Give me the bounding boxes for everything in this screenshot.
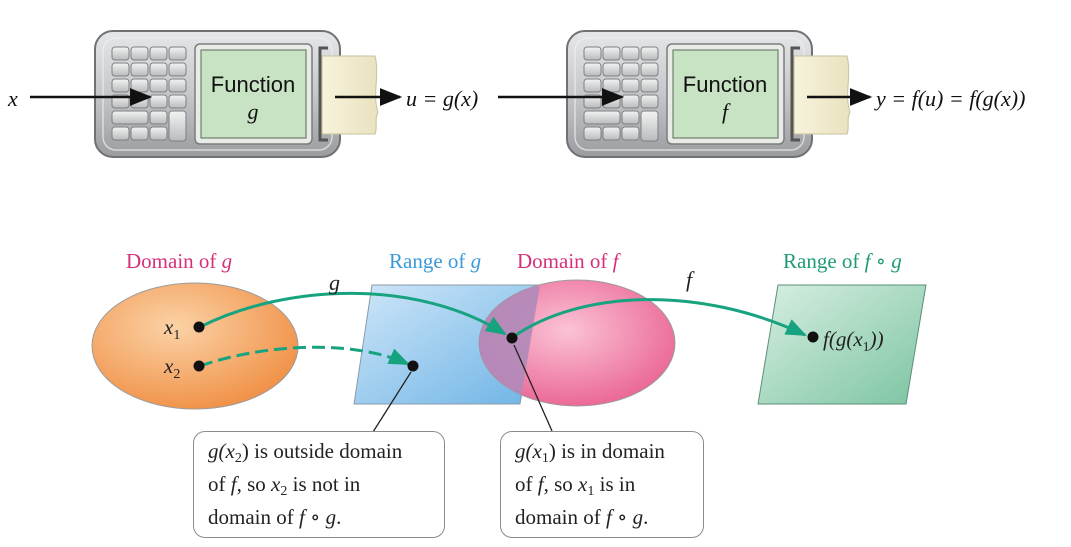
label-x2: x2 — [163, 354, 180, 382]
output-label-u: u = g(x) — [406, 86, 478, 111]
output-slot — [318, 46, 328, 142]
callout-right-line3: domain of f ∘ g. — [515, 505, 649, 529]
function-machine-g — [94, 30, 379, 158]
callout-left-line3: domain of f ∘ g. — [208, 505, 342, 529]
point-fg-x1 — [807, 331, 819, 343]
point-g-x2 — [407, 360, 419, 372]
pointer-left — [372, 371, 412, 433]
machine-g-title: Function — [211, 72, 295, 97]
result-label: f(g(x1)) — [823, 327, 884, 355]
machine-f-func: f — [722, 99, 731, 124]
display-screen — [200, 49, 307, 139]
label-x1: x1 — [163, 315, 180, 343]
callout-in-domain: g(x1) is in domain of f, so x1 is in dom… — [500, 431, 704, 538]
domain-f-label: Domain of f — [517, 249, 622, 273]
point-g-x1 — [506, 332, 518, 344]
input-label-x: x — [7, 86, 18, 111]
range-g-label: Range of g — [389, 249, 481, 273]
arrow-g-x2 — [199, 345, 410, 368]
keypad-icon — [583, 46, 659, 142]
point-x2 — [193, 360, 205, 372]
callout-left-line1: g(x2) is outside domain — [208, 439, 403, 466]
range-fg-shape — [757, 284, 927, 405]
domain-g-label: Domain of g — [126, 249, 232, 273]
paper-icon — [793, 55, 851, 135]
display-screen — [672, 49, 779, 139]
callout-outside-domain: g(x2) is outside domain of f, so x2 is n… — [193, 431, 445, 538]
machine-f-title: Function — [683, 72, 767, 97]
arrow-g-label: g — [329, 270, 340, 295]
pointer-right — [513, 344, 553, 432]
callout-right-line1: g(x1) is in domain — [515, 439, 665, 466]
domain-g-ellipse — [91, 282, 299, 410]
arrow-g-x1 — [199, 291, 507, 336]
point-x1 — [193, 321, 205, 333]
arrow-f — [512, 298, 807, 339]
arrow-f-label: f — [686, 267, 695, 292]
machine-g-func: g — [248, 99, 259, 124]
callout-right-line2: of f, so x1 is in — [515, 472, 636, 499]
keypad-icon — [111, 46, 187, 142]
range-fg-label: Range of f ∘ g — [783, 249, 902, 273]
output-label-y: y = f(u) = f(g(x)) — [874, 86, 1025, 111]
function-machine-f — [566, 30, 851, 158]
output-slot — [790, 46, 800, 142]
paper-icon — [321, 55, 379, 135]
callout-left-line2: of f, so x2 is not in — [208, 472, 361, 499]
